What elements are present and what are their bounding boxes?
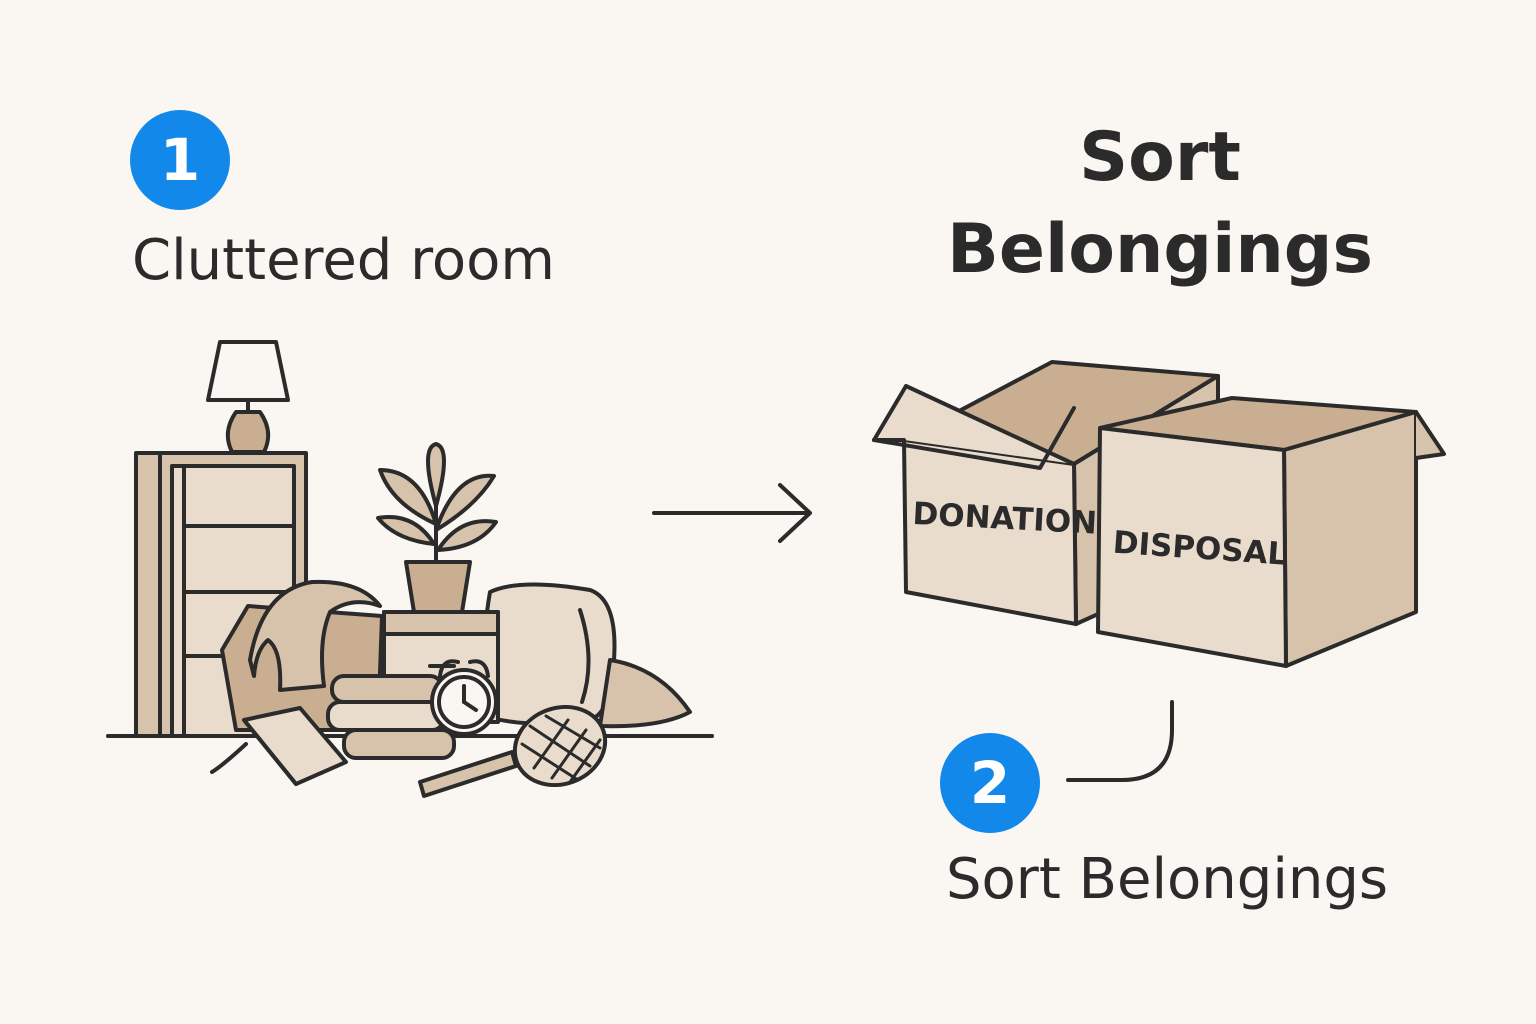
step-1-badge: 1 <box>130 110 230 210</box>
diagram-title: Sort Belongings <box>900 112 1420 296</box>
lamp-icon <box>206 340 290 454</box>
pillow-icon <box>482 582 692 729</box>
title-line-1: Sort <box>1079 118 1241 197</box>
clock-icon <box>430 659 498 736</box>
step-1-label: Cluttered room <box>132 228 555 293</box>
racket-icon <box>418 704 608 798</box>
arrow-icon <box>652 483 812 543</box>
step-2-label: Sort Belongings <box>946 847 1389 912</box>
connector-line <box>1066 700 1174 782</box>
disposal-box-icon: DISPOSAL <box>1096 396 1446 668</box>
title-line-2: Belongings <box>947 210 1373 289</box>
step-2-badge: 2 <box>940 733 1040 833</box>
books-icon <box>210 674 456 786</box>
plant-icon <box>376 442 498 614</box>
